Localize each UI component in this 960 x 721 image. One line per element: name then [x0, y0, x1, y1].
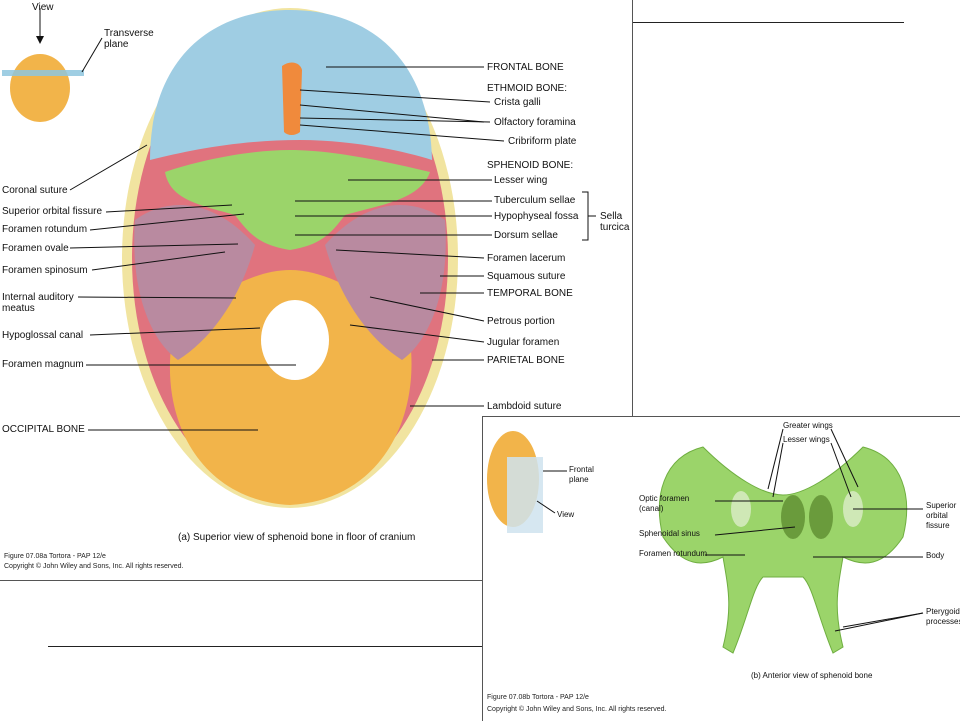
label-dorsum-sellae: Dorsum sellae	[494, 230, 558, 241]
label-sella-turcica: Sella turcica	[600, 211, 630, 233]
label-body: Body	[926, 551, 945, 560]
leader-lines-left	[69, 144, 296, 431]
leader-lines-panel-b	[705, 428, 924, 632]
panel-superior-view: View Transverse plane Coronal suture Sup…	[0, 0, 633, 581]
label-foramen-spinosum: Foramen spinosum	[2, 265, 88, 276]
copyright-panel-a: Copyright © John Wiley and Sons, Inc. Al…	[4, 563, 184, 570]
inset-view-label: View	[32, 2, 54, 13]
view-arrowhead	[36, 36, 44, 44]
sphenoid-bone-anterior	[658, 446, 908, 654]
label-olfactory-foramina: Olfactory foramina	[494, 117, 576, 128]
sphenoid-bone-region	[165, 150, 430, 250]
label-crista-galli: Crista galli	[494, 97, 541, 108]
bottom-rule	[48, 646, 482, 647]
foramen-magnum-opening	[261, 300, 329, 380]
figure-id-panel-a: Figure 07.08a Tortora - PAP 12/e	[4, 553, 106, 560]
transverse-plane-band	[2, 70, 84, 76]
temporal-bone-right	[325, 205, 446, 360]
label-temporal-bone: TEMPORAL BONE	[487, 288, 573, 299]
frontal-plane-box	[507, 457, 543, 533]
label-foramen-lacerum: Foramen lacerum	[487, 253, 566, 264]
label-hypoglossal-canal: Hypoglossal canal	[2, 330, 84, 341]
panel-anterior-view: Frontal plane View Greater wings Lesser …	[482, 416, 960, 721]
label-sphenoid-bone: SPHENOID BONE:	[487, 160, 574, 171]
transverse-plane-label: Transverse plane	[104, 28, 154, 50]
label-lambdoid-suture: Lambdoid suture	[487, 401, 562, 412]
label-tuberculum-sellae: Tuberculum sellae	[494, 195, 576, 206]
label-coronal-suture: Coronal suture	[2, 185, 68, 196]
label-foramen-magnum: Foramen magnum	[2, 359, 84, 370]
caption-panel-b: (b) Anterior view of sphenoid bone	[751, 671, 873, 680]
inset-skull	[10, 54, 70, 122]
label-frontal-bone: FRONTAL BONE	[487, 62, 564, 73]
label-foramen-rotundum-b: Foramen rotundum	[639, 549, 708, 558]
label-superior-orbital-fissure-b: Superior orbital fissure	[926, 501, 957, 530]
label-greater-wings: Greater wings	[783, 421, 833, 430]
sinus-right	[809, 495, 833, 539]
label-internal-auditory-meatus: Internal auditory meatus	[2, 292, 74, 314]
label-pterygoid-processes: Pterygoid processes	[926, 607, 960, 626]
label-superior-orbital-fissure: Superior orbital fissure	[2, 206, 103, 217]
label-foramen-rotundum: Foramen rotundum	[2, 224, 88, 235]
sinus-left	[781, 495, 805, 539]
label-lesser-wings: Lesser wings	[783, 435, 830, 444]
label-occipital-bone: OCCIPITAL BONE	[2, 424, 85, 435]
copyright-panel-b: Copyright © John Wiley and Sons, Inc. Al…	[487, 706, 667, 713]
label-optic-foramen: Optic foramen (canal)	[639, 494, 690, 513]
label-jugular-foramen: Jugular foramen	[487, 337, 560, 348]
orbital-fissure-left	[731, 491, 751, 527]
label-lesser-wing: Lesser wing	[494, 175, 548, 186]
cranium-floor-illustration	[2, 8, 596, 508]
label-squamous-suture: Squamous suture	[487, 271, 566, 282]
label-sphenoidal-sinus: Sphenoidal sinus	[639, 529, 700, 538]
frontal-plane-label: Frontal plane	[569, 465, 594, 484]
top-rule	[632, 22, 904, 23]
label-parietal-bone: PARIETAL BONE	[487, 355, 565, 366]
label-petrous-portion: Petrous portion	[487, 316, 555, 327]
sphenoid-anterior-illustration	[487, 428, 924, 654]
inset-view-label-b: View	[557, 510, 575, 519]
label-ethmoid-bone: ETHMOID BONE:	[487, 83, 568, 94]
leader-lines-right	[295, 66, 596, 407]
figure-id-panel-b: Figure 07.08b Tortora - PAP 12/e	[487, 694, 589, 701]
caption-panel-a: (a) Superior view of sphenoid bone in fl…	[178, 532, 416, 543]
label-cribriform-plate: Cribriform plate	[508, 136, 577, 147]
label-foramen-ovale: Foramen ovale	[2, 243, 69, 254]
ethmoid-bone-region	[282, 62, 302, 135]
label-hypophyseal-fossa: Hypophyseal fossa	[494, 211, 579, 222]
temporal-bone-left	[134, 205, 255, 360]
